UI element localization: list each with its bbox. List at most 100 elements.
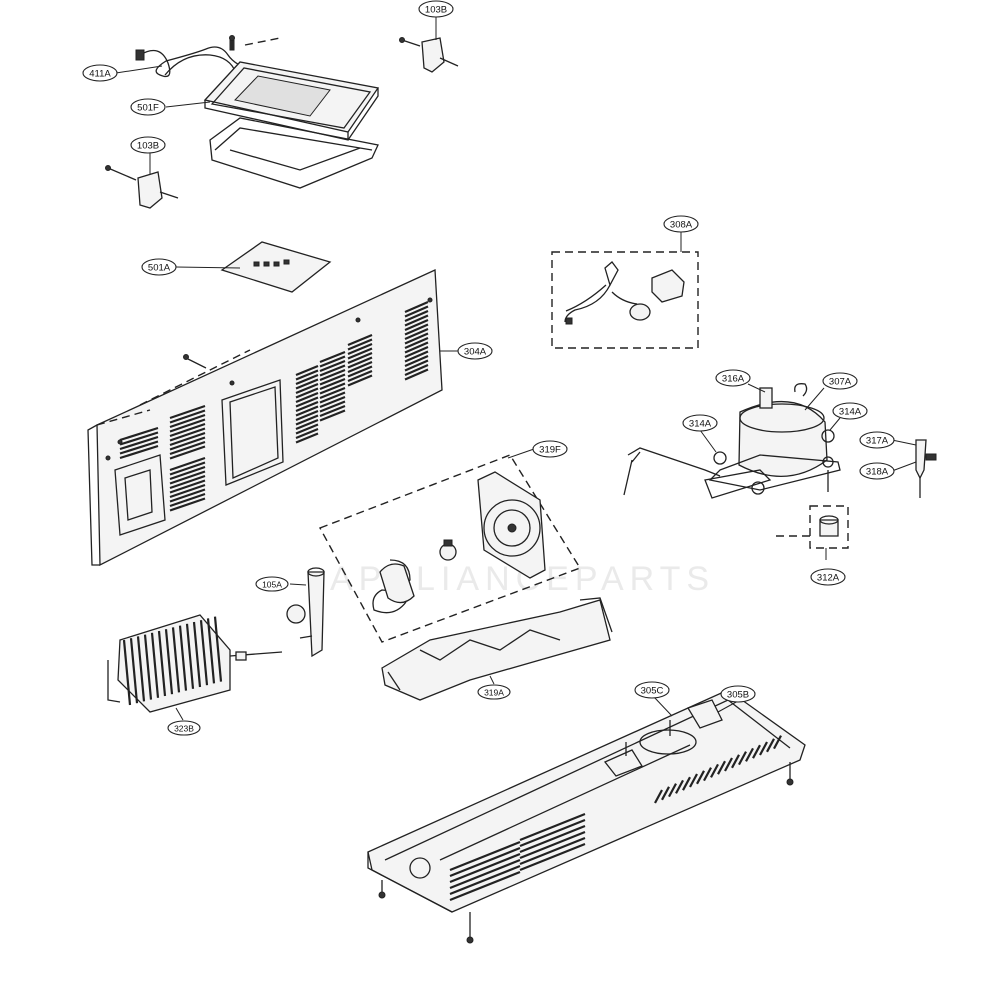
vent-slot <box>295 400 319 413</box>
vent-slot <box>319 364 346 377</box>
callout-label: 314A <box>839 407 862 418</box>
vent-slot <box>169 418 206 433</box>
vent-slot <box>169 445 206 460</box>
base-plate-part <box>367 689 806 944</box>
vent-slot <box>295 391 319 404</box>
callout-label: 323B <box>174 724 194 734</box>
vent-slot <box>119 444 159 460</box>
callout-label: 317A <box>866 436 889 447</box>
vent-slot <box>689 773 698 788</box>
vent-slot <box>347 356 373 369</box>
pcb-board-part <box>220 241 332 293</box>
vent-slot <box>295 387 319 399</box>
coil-fin <box>185 623 195 689</box>
vent-slot <box>449 846 521 878</box>
vent-slot <box>119 435 159 451</box>
vent-slot <box>347 365 373 378</box>
vent-slot <box>295 432 319 444</box>
coil-fin <box>206 618 216 684</box>
vent-slot <box>717 760 726 775</box>
vent-slot <box>319 386 346 400</box>
callout-label: 411A <box>89 69 111 80</box>
callout-103B-left: 103B <box>130 136 166 154</box>
coil-fin <box>171 627 181 693</box>
callout-label: 312A <box>817 573 840 584</box>
vent-slot <box>169 497 206 512</box>
vent-slot <box>169 456 206 472</box>
vent-slot <box>319 350 346 364</box>
vent-slot <box>295 382 319 395</box>
callout-304A: 304A <box>457 342 493 360</box>
coil-fin <box>213 616 223 682</box>
callout-label: 501F <box>137 103 159 114</box>
vent-slot <box>449 852 521 884</box>
vent-slot <box>295 409 319 422</box>
callout-label: 319A <box>484 688 504 698</box>
vent-slot <box>347 351 373 365</box>
vent-slot <box>347 342 373 356</box>
vent-slot <box>661 786 670 801</box>
callout-103B-top: 103B <box>418 0 454 18</box>
coil-fin <box>199 620 209 686</box>
callout-label: 501A <box>148 263 171 274</box>
vent-slot <box>319 382 346 395</box>
vent-slot <box>675 779 684 794</box>
vent-slot <box>169 483 206 499</box>
vent-slot <box>449 870 521 902</box>
callout-314A-right: 314A <box>832 402 868 420</box>
callout-317A: 317A <box>859 431 895 449</box>
vent-slot <box>295 414 319 426</box>
vent-slot <box>295 373 319 386</box>
vent-slot <box>119 426 159 442</box>
vent-slot <box>766 738 775 753</box>
callout-label: 103B <box>425 5 447 16</box>
vent-slot <box>169 465 206 481</box>
vent-slot <box>752 744 761 759</box>
valve-part <box>286 567 325 658</box>
vent-slot <box>404 305 429 318</box>
coil-fin <box>129 638 139 704</box>
vent-slot <box>404 354 429 368</box>
vent-slot <box>319 391 346 404</box>
vent-slot <box>319 404 346 418</box>
callout-319F: 319F <box>532 440 568 458</box>
callout-label: 318A <box>866 467 889 478</box>
vent-slot <box>404 345 429 359</box>
control-panel-part <box>203 35 380 189</box>
vent-slot <box>319 400 346 413</box>
vent-slot <box>295 423 319 435</box>
vent-slot <box>295 369 319 381</box>
vent-slot <box>319 373 346 386</box>
callout-319A: 319A <box>477 684 511 700</box>
vent-slot <box>404 336 429 350</box>
vent-slot <box>169 409 206 424</box>
callout-label: 307A <box>829 377 852 388</box>
vent-slot <box>696 770 705 785</box>
vent-slot <box>449 858 521 890</box>
vent-slot <box>169 470 206 485</box>
bracket-left-part <box>105 165 179 209</box>
callout-label: 304A <box>464 347 487 358</box>
vent-slot <box>169 427 206 442</box>
vent-slot <box>319 409 346 422</box>
vent-slot <box>738 751 747 766</box>
vent-slot <box>519 824 586 854</box>
vent-slot <box>295 427 319 440</box>
vent-slot <box>169 440 206 456</box>
vent-slot <box>710 763 719 778</box>
vent-slot <box>449 840 521 872</box>
callout-label: 305B <box>727 690 749 701</box>
callout-308A: 308A <box>663 215 699 233</box>
vent-slot <box>169 479 206 494</box>
vent-slot <box>295 378 319 390</box>
coil-fin <box>192 621 202 688</box>
vent-slot <box>347 374 373 387</box>
vent-slot <box>654 789 663 804</box>
compressor-part <box>623 383 937 549</box>
callout-label: 319F <box>539 445 561 456</box>
coil-fin <box>122 639 132 706</box>
vent-slot <box>404 363 429 377</box>
vent-slot <box>347 347 373 360</box>
vent-slot <box>682 776 691 791</box>
